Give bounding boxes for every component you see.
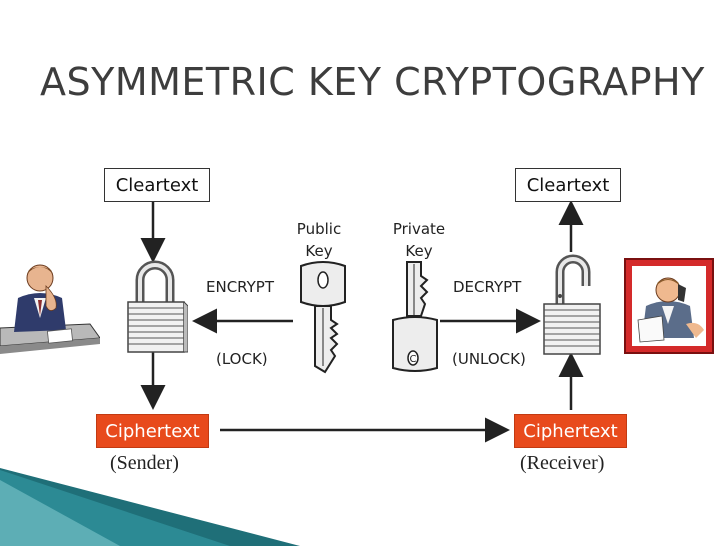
sender-padlock-icon [127,260,188,353]
svg-text:C: C [410,354,417,365]
sender-cleartext-box: Cleartext [104,168,210,202]
decrypt-label: DECRYPT [453,278,522,296]
sender-ciphertext-box: Ciphertext [96,414,209,448]
private-key-label-line2: Key [405,242,433,260]
man-on-phone-icon [624,258,714,354]
receiver-ciphertext-box: Ciphertext [514,414,627,448]
public-key-label-line1: Public [296,220,342,238]
receiver-cleartext-box: Cleartext [515,168,621,202]
receiver-role-label: (Receiver) [520,452,605,474]
receiver-padlock-icon [543,254,601,355]
public-key-label-line2: Key [305,242,333,260]
encrypt-label: ENCRYPT [206,278,275,296]
private-key-label-line1: Private [392,220,446,238]
public-key-icon [300,261,346,374]
page-title: ASYMMETRIC KEY CRYPTOGRAPHY [40,60,705,104]
unlock-label: (UNLOCK) [452,350,526,368]
private-key-label: Private Key [383,218,455,262]
private-key-icon: C [392,261,438,372]
sender-role-label: (Sender) [110,452,179,474]
lock-label: (LOCK) [216,350,268,368]
man-at-desk-icon [0,264,100,354]
public-key-label: Public Key [288,218,350,262]
